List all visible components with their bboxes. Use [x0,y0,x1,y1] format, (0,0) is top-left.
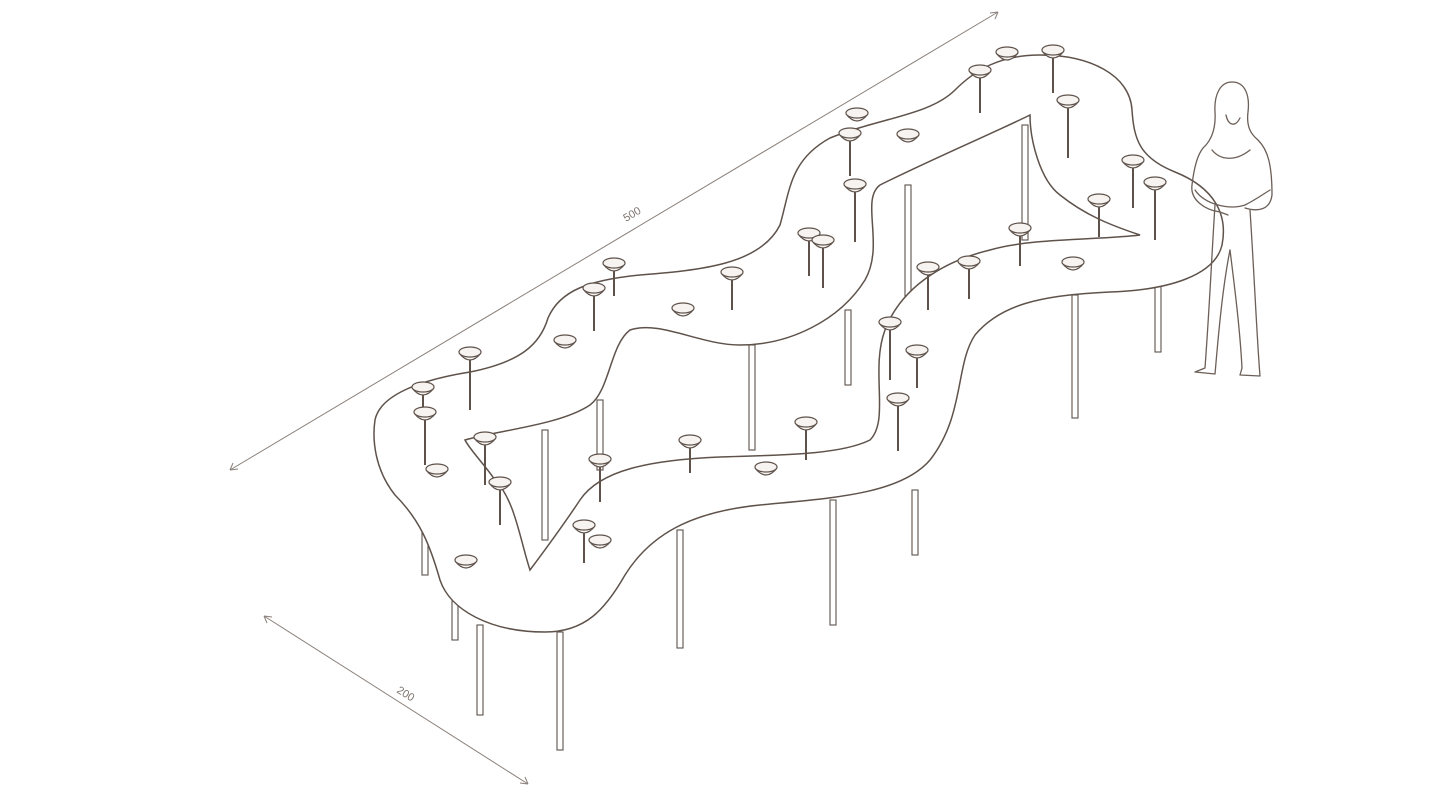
table-leg [844,309,852,386]
stool [811,234,835,288]
table-leg [676,529,684,649]
dimension-width: 200 [263,615,529,785]
table-leg [1021,124,1029,241]
stool [886,392,910,451]
stool [572,519,596,563]
stool [968,64,992,113]
person-figure [1191,81,1273,377]
stool [878,316,902,380]
table-leg [476,624,484,716]
table-legs [421,124,1162,751]
stool [1087,193,1111,237]
stool [845,107,869,122]
table-leg [541,429,549,541]
stool [602,257,626,296]
stool [425,463,449,478]
table-leg [451,599,459,641]
stool [488,476,512,525]
stool [411,381,435,420]
dimension-length: 500 [229,11,999,471]
stool [671,302,695,317]
table-leg [911,489,919,556]
table-leg [748,344,756,451]
stool [1008,222,1032,266]
stool [582,282,606,331]
stool [454,554,478,569]
stool [458,346,482,410]
table-leg [904,184,912,301]
stool [797,227,821,276]
stool [794,416,818,460]
stool [588,534,612,549]
stool [678,434,702,473]
stool [588,453,612,502]
stool [1061,256,1085,271]
table-leg [829,499,837,626]
stool [838,127,862,176]
table-leg [1154,284,1162,353]
table-leg [1071,294,1079,419]
stool [957,255,981,299]
stool [995,46,1019,61]
stool [843,178,867,242]
stool [1056,94,1080,158]
stool [553,334,577,349]
stool [896,128,920,143]
stool [916,261,940,310]
table-top [373,54,1225,633]
stool [1041,44,1065,93]
dimension-length-label: 500 [621,205,643,225]
stool [1143,176,1167,240]
table-leg [556,631,564,751]
stool [754,461,778,476]
stool [905,344,929,388]
stool [473,431,497,485]
stool [720,266,744,310]
stool [1121,154,1145,208]
seats [411,44,1167,569]
stool [413,406,437,465]
